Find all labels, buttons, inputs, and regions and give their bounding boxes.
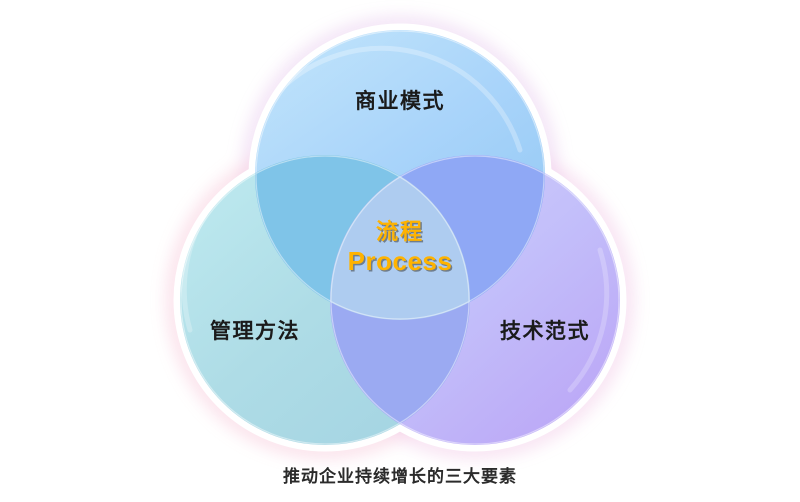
gloss-top <box>277 45 523 153</box>
gloss-right <box>567 247 610 393</box>
contour-right <box>330 155 620 445</box>
gloss-left <box>181 212 208 333</box>
contour-top <box>255 30 545 320</box>
diagram-caption: 推动企业持续增长的三大要素 <box>283 467 517 486</box>
contour-left <box>180 155 470 445</box>
gloss-group <box>181 45 610 393</box>
center-label-chinese: 流程 <box>375 219 424 244</box>
circle-label-management-method: 管理方法 <box>210 320 300 343</box>
center-label-english: Process <box>347 245 453 276</box>
circle-label-technology-paradigm: 技术范式 <box>500 320 590 343</box>
center-label-process: 流程 Process <box>325 218 475 277</box>
inner-contour-group <box>180 30 620 445</box>
circle-label-business-model: 商业模式 <box>355 90 445 113</box>
